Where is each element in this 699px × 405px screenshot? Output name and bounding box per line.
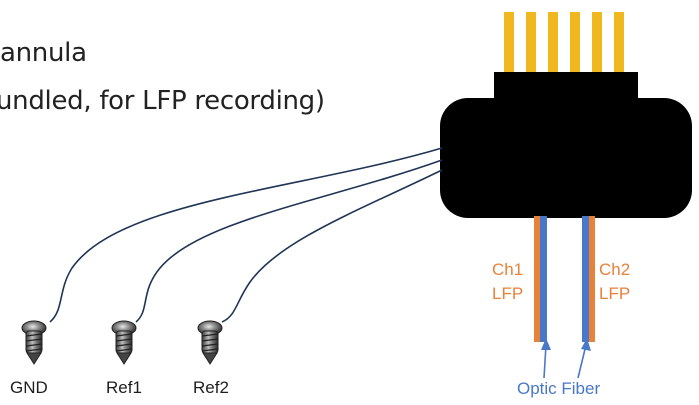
channel-2-label: Ch2 LFP [599,258,630,306]
connector-pins [504,12,624,74]
title-line-1: annula [0,38,87,68]
channel-1-type: LFP [492,284,524,303]
screw-gnd [21,320,47,365]
wire-ref2 [221,169,443,323]
wire-ref1 [135,159,443,323]
pin-5 [592,12,602,74]
fiber-arrows [541,338,591,379]
channel-2-name: Ch2 [599,260,631,279]
channel-2-type: LFP [599,284,631,303]
pin-3 [548,12,558,74]
channel-1-name: Ch1 [492,260,524,279]
wire-gnd [49,147,443,323]
screw-label-ref2: Ref2 [193,378,229,397]
pin-6 [614,12,624,74]
fiber-ch2 [582,216,595,342]
pin-1 [504,12,514,74]
screw-ref2 [197,320,223,365]
title-line-2: undled, for LFP recording) [0,86,325,116]
pin-4 [570,12,580,74]
pin-2 [526,12,536,74]
channel-1-label: Ch1 LFP [492,258,523,306]
optic-fiber-label: Optic Fiber [517,379,601,398]
ground-reference-wires [49,147,443,323]
connector-body [440,72,692,218]
fiber-ch1 [534,216,547,342]
screw-label-gnd: GND [10,378,48,397]
screw-label-ref1: Ref1 [106,378,142,397]
screw-ref1 [111,320,137,365]
